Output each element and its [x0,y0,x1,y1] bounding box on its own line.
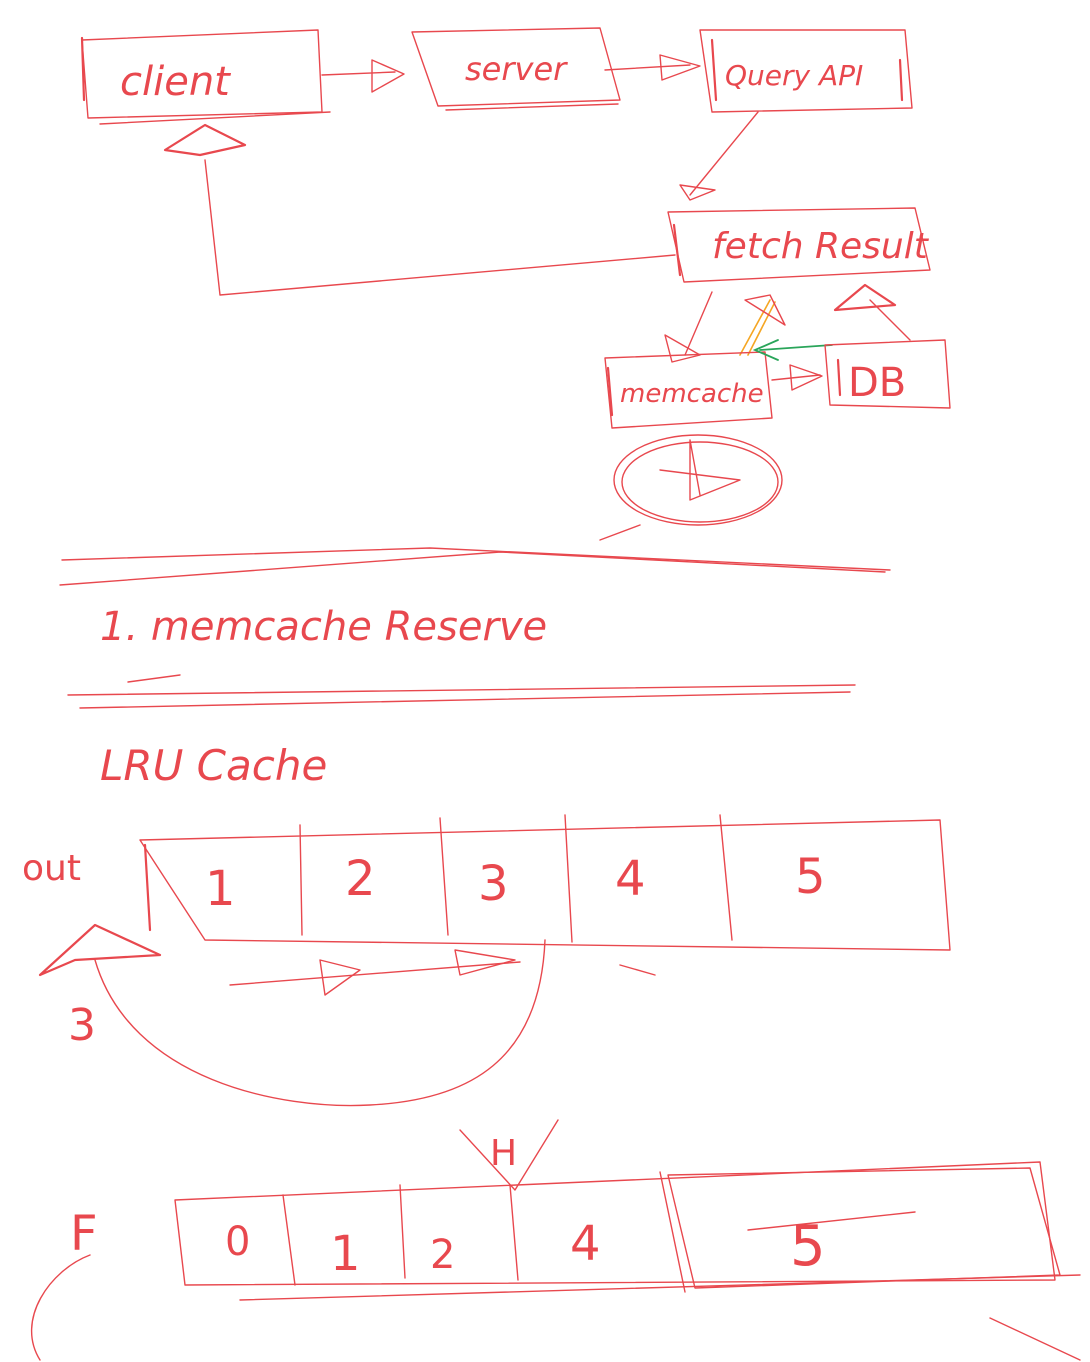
lru-row-2: H F 0 1 2 4 5 [30,1119,1081,1361]
lru-row1-cell-4: 4 [615,851,646,907]
arrow-fetch-memcache [664,291,713,363]
lru-row2-cell-1: 1 [330,1226,361,1282]
note-underline-mark [127,674,181,683]
arrow-fetch-client [163,123,676,296]
lru-row1-cell-1: 1 [205,861,236,917]
fetch-result-label: fetch Result [712,226,930,267]
lru-row2-loop [30,1254,91,1361]
arrow-memcache-fetch-orange [739,294,786,356]
lru-row1-cell-2: 2 [345,851,376,907]
lru-row2-cell-2: 2 [430,1232,455,1278]
server-label: server [465,50,568,88]
arrow-query-fetch [679,111,759,201]
note-memcache-reserve: 1. memcache Reserve [100,604,547,650]
lru-row2-side-label: F [70,1206,98,1262]
lru-row2-pointer-arrow [459,1119,559,1191]
lru-row1-loop [94,939,546,1107]
memcache-label: memcache [620,379,764,409]
divider-1 [59,547,891,586]
db-label: DB [848,360,906,406]
lru-row1-inner-arrow-tail [454,949,516,976]
lru-row1-cell-5: 5 [795,849,826,905]
db-node: DB [824,339,951,409]
lru-row1-inner-arrow [229,961,521,986]
memcache-node: memcache [604,351,773,429]
lru-row1-out-arrow-icon [38,923,162,977]
lru-row2-cell-4: 4 [570,1216,601,1272]
lru-row2-corner-mark [989,1317,1081,1361]
arrow-client-server [321,59,405,93]
arrow-memcache-db [771,364,823,391]
fetch-result-node: fetch Result [667,207,931,283]
arrow-db-memcache-green [752,339,833,361]
divider-2 [67,684,856,709]
lru-row2-strike [747,1211,916,1231]
lru-title: LRU Cache [100,741,327,790]
lru-row1-below-label: 3 [68,1000,96,1051]
client-node: client [80,29,331,125]
query-api-label: Query API [725,59,863,92]
lru-row1-inner-arrow-head [319,959,361,996]
arrow-db-fetch [833,283,911,341]
lru-row1-cell-3: 3 [478,856,509,912]
lru-row1-side-label: out [22,848,81,889]
client-label: client [120,59,231,105]
lru-row2-cell-0: 0 [225,1219,250,1265]
lru-row-1: out 1 2 3 4 5 3 [22,814,951,1107]
scribble-circle [599,434,783,541]
lru-row1-small-mark [619,964,656,976]
server-node: server [411,27,621,111]
arrow-server-query [604,54,701,81]
query-api-node: Query API [699,29,913,113]
